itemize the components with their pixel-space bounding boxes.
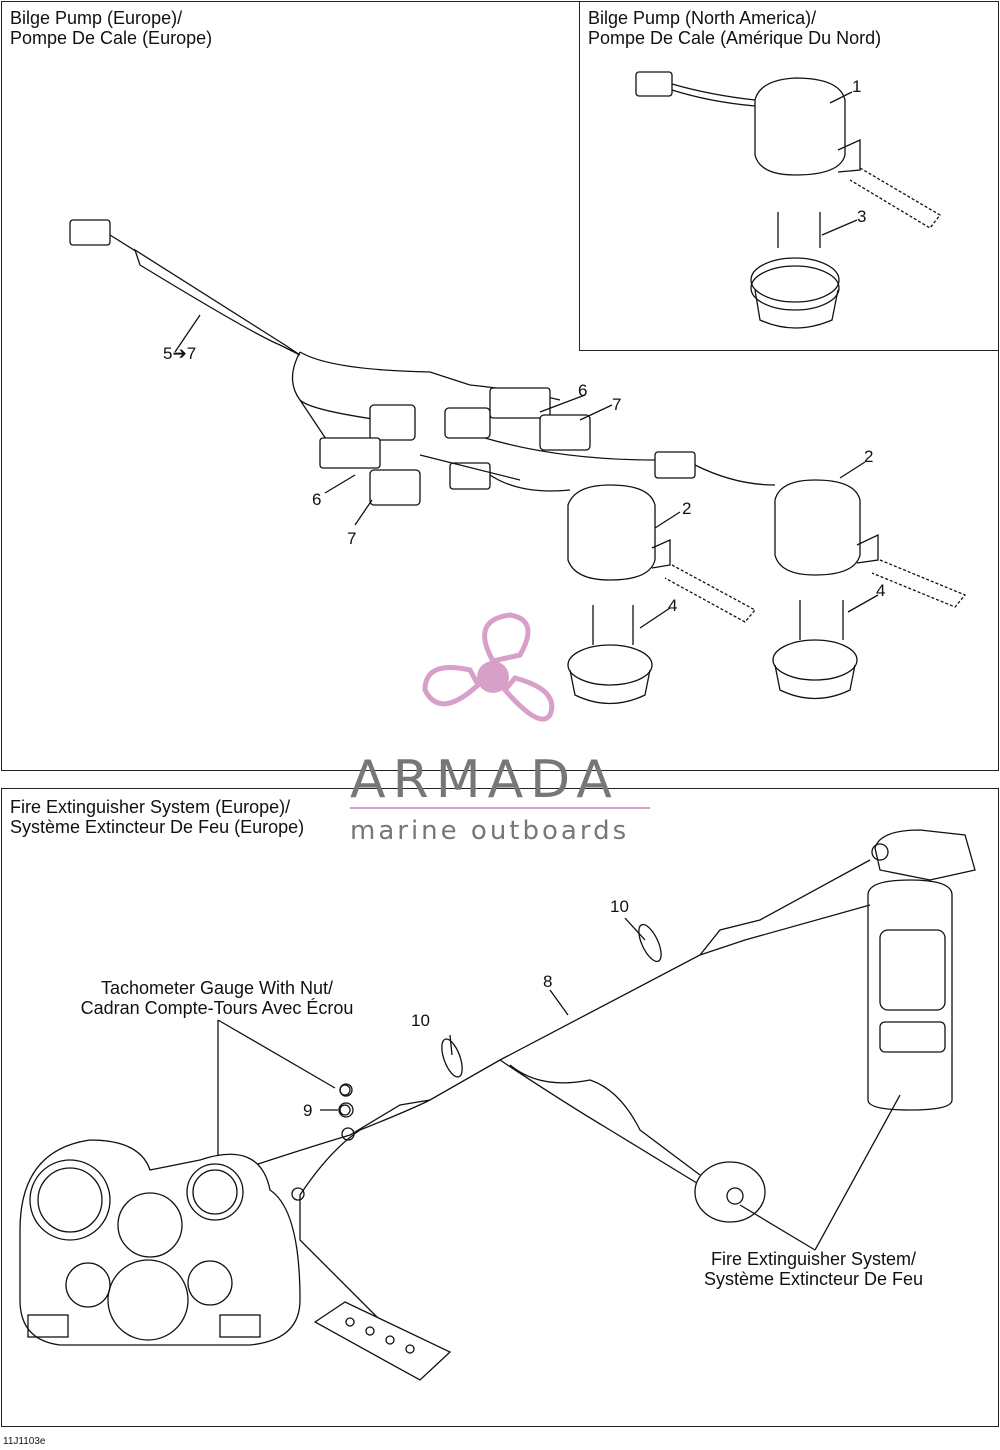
fire-harness (239, 859, 871, 1321)
panel-bilge-europe (1, 1, 999, 771)
armada-propeller-logo (422, 612, 555, 722)
callout-10a: 10 (610, 897, 629, 916)
callout-7a: 7 (612, 395, 622, 414)
watermark-tagline: marine outboards (350, 816, 630, 846)
callout-2a: 2 (864, 447, 874, 466)
callout-1: 1 (852, 77, 862, 96)
callout-2b: 2 (682, 499, 692, 518)
callout-10b: 10 (411, 1011, 430, 1030)
leader-lines-bottom (217, 917, 901, 1251)
bilge-pump-north-america (635, 71, 941, 329)
panel-fire-extinguisher (1, 788, 999, 1427)
caption-fire-system: Fire Extinguisher System/ Système Extinc… (703, 1249, 924, 1289)
bilge-pump-europe-right (772, 479, 967, 700)
callout-7b: 7 (347, 529, 357, 548)
leader-lines-top (174, 91, 879, 629)
panel-title-bilge-north-america: Bilge Pump (North America)/ Pompe De Cal… (588, 8, 882, 48)
fire-extinguisher-bottle (867, 829, 976, 1111)
fire-sensor-plate (694, 1161, 766, 1223)
callout-3: 3 (857, 207, 867, 226)
callout-4a: 4 (668, 596, 678, 615)
callout-6b: 6 (312, 490, 322, 509)
callout-5-7: 5➔7 (163, 344, 197, 363)
panel-title-bilge-europe: Bilge Pump (Europe)/ Pompe De Cale (Euro… (10, 8, 213, 48)
caption-tachometer: Tachometer Gauge With Nut/ Cadran Compte… (80, 978, 354, 1018)
harness (69, 219, 776, 506)
callout-9: 9 (303, 1101, 313, 1120)
bilge-pump-europe-left (567, 484, 757, 705)
callout-4b: 4 (876, 581, 886, 600)
nut-washer (338, 1083, 354, 1118)
callout-6a: 6 (578, 381, 588, 400)
panel-bilge-north-america (579, 1, 999, 351)
watermark-brand: ARMADA (350, 750, 619, 810)
callout-8: 8 (543, 972, 553, 991)
terminal-block (313, 1301, 452, 1381)
figure-code: 11J1103e (3, 1436, 46, 1447)
panel-title-fire-extinguisher: Fire Extinguisher System (Europe)/ Systè… (10, 797, 305, 837)
gauge-cluster (19, 1139, 301, 1346)
